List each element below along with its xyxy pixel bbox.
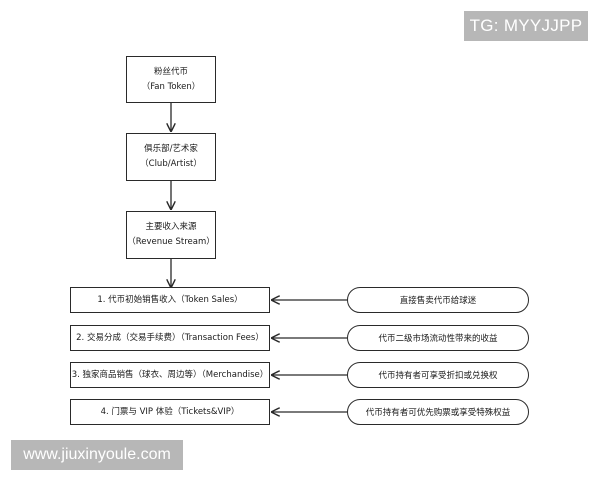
revenue-item-transaction-fees: 2. 交易分成（交易手续费）（Transaction Fees） <box>70 325 270 351</box>
revenue-item-token-sales: 1. 代币初始销售收入（Token Sales） <box>70 287 270 313</box>
revenue-stream-subtitle: （Revenue Stream） <box>127 237 215 247</box>
fan-token-title: 粉丝代币 <box>153 66 188 77</box>
note-pill-tickets-vip: 代币持有者可优先购票或享受特殊权益 <box>347 399 529 425</box>
telegram-watermark: TG: MYYJJPP <box>464 11 588 41</box>
note-pill-text: 代币持有者可优先购票或享受特殊权益 <box>365 408 511 418</box>
revenue-stream-node: 主要收入来源 （Revenue Stream） <box>126 211 216 259</box>
note-pill-text: 代币持有者可享受折扣或兑换权 <box>378 371 498 381</box>
revenue-item-label: 2. 交易分成（交易手续费）（Transaction Fees） <box>76 332 264 343</box>
revenue-item-merchandise: 3. 独家商品销售（球衣、周边等）（Merchandise） <box>70 362 270 388</box>
note-pill-text: 代币二级市场流动性带来的收益 <box>378 334 498 344</box>
note-pill-transaction-fees: 代币二级市场流动性带来的收益 <box>347 325 529 351</box>
fan-token-node: 粉丝代币 （Fan Token） <box>126 56 216 103</box>
revenue-item-tickets-vip: 4. 门票与 VIP 体验（Tickets&VIP） <box>70 399 270 425</box>
website-watermark: www.jiuxinyoule.com <box>11 440 183 470</box>
club-artist-subtitle: （Club/Artist） <box>140 159 202 169</box>
revenue-stream-title: 主要收入来源 <box>145 222 197 232</box>
revenue-item-label: 1. 代币初始销售收入（Token Sales） <box>97 294 243 305</box>
fan-token-subtitle: （Fan Token） <box>141 81 201 92</box>
note-pill-token-sales: 直接售卖代币给球迷 <box>347 287 529 313</box>
note-pill-text: 直接售卖代币给球迷 <box>399 296 477 306</box>
revenue-item-label: 4. 门票与 VIP 体验（Tickets&VIP） <box>100 406 240 417</box>
club-artist-node: 俱乐部/艺术家 （Club/Artist） <box>126 133 216 181</box>
club-artist-title: 俱乐部/艺术家 <box>144 144 198 154</box>
revenue-item-label: 3. 独家商品销售（球衣、周边等）（Merchandise） <box>71 369 269 380</box>
note-pill-merchandise: 代币持有者可享受折扣或兑换权 <box>347 362 529 388</box>
